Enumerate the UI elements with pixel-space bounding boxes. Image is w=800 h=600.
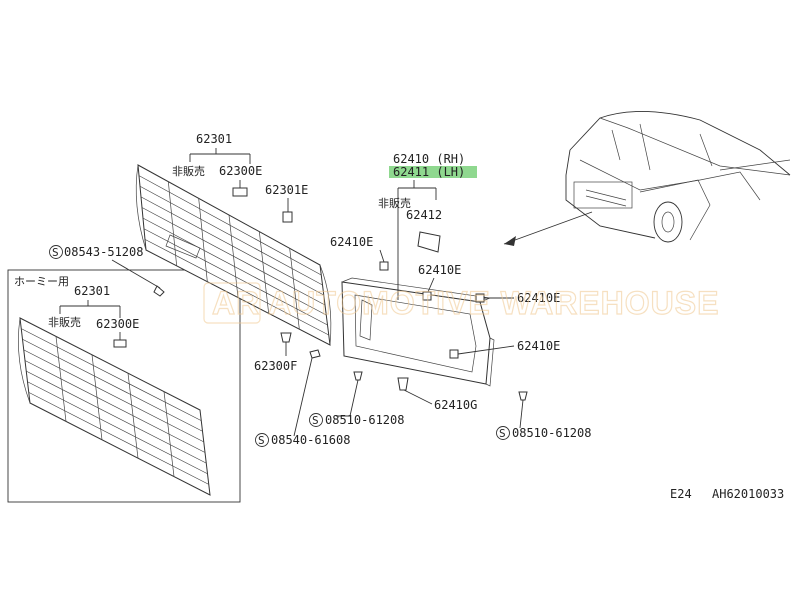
grille-divider — [198, 198, 208, 282]
screw-mid-label: 08510-61208 — [325, 413, 404, 427]
grille-slat — [27, 381, 208, 475]
grille-slat — [23, 349, 204, 443]
emblem-main-icon — [232, 187, 248, 197]
pointer-arrowhead — [504, 236, 516, 246]
clip-g-label: 62410G — [434, 398, 477, 412]
screw-right-icon — [518, 391, 528, 401]
clip-e-top-right-label: 62410E — [418, 263, 461, 277]
inset-emblem-icon — [113, 339, 127, 348]
footer-code-right: AH62010033 — [712, 487, 784, 501]
bracket-label: 62412 — [406, 208, 442, 222]
grille-slat — [21, 328, 202, 421]
clip-e-left-icon — [379, 261, 389, 271]
grille-divider — [127, 373, 139, 459]
grille-divider — [258, 231, 270, 314]
main-grille — [135, 164, 332, 346]
screw-mid-icon — [353, 371, 363, 381]
grille-slat — [26, 370, 207, 464]
screw-symbol-4 — [496, 426, 510, 440]
grille-slat — [28, 392, 209, 485]
grille-divider — [55, 336, 67, 422]
clip-g-icon — [397, 377, 409, 391]
grille-divider — [228, 214, 239, 298]
clip-lower-icon — [280, 332, 292, 343]
clip-main-icon — [282, 211, 293, 223]
grille-divider — [289, 248, 300, 330]
screw-symbol-3 — [309, 413, 323, 427]
screw-symbol-3-text: S — [312, 414, 319, 427]
clip-lower-label: 62300F — [254, 359, 297, 373]
screw-symbol-4-text: S — [499, 427, 506, 440]
lamp-note-label: 非販売 — [378, 197, 411, 210]
grille-slat — [22, 338, 203, 432]
screw-right-label: 08510-61208 — [512, 426, 591, 440]
grille-main-label: 62301 — [196, 132, 232, 146]
screw-bottom-label: 08540-61608 — [271, 433, 350, 447]
inset-note-label: 非販売 — [48, 316, 81, 329]
watermark-text: AUTOMOTIVE WAREHOUSE — [268, 285, 719, 321]
screw-symbol-1-text: S — [52, 246, 59, 259]
inset-grille — [18, 317, 211, 496]
clip-main-label: 62301E — [265, 183, 308, 197]
lamp-lh-label: 62411 (LH) — [393, 165, 465, 179]
screw-upper-left-icon — [153, 285, 165, 297]
grille-main-note: 非販売 — [172, 165, 205, 178]
inset-emblem-label: 62300E — [96, 317, 139, 331]
emblem-main-label: 62300E — [219, 164, 262, 178]
grille-divider — [163, 391, 175, 477]
grille-slat — [24, 360, 206, 453]
clip-e-right-2-icon — [449, 349, 459, 359]
screw-upper-left-label: 08543-51208 — [64, 245, 143, 259]
clip-e-top-right-icon — [422, 291, 432, 301]
grille-divider — [91, 354, 103, 440]
footer-code-left: E24 — [670, 487, 692, 501]
clip-e-right-1-label: 62410E — [517, 291, 560, 305]
clip-e-right-2-label: 62410E — [517, 339, 560, 353]
lamp-rh-label: 62410 (RH) — [393, 152, 465, 166]
screw-symbol-2 — [255, 433, 269, 447]
watermark-logo: AR — [212, 285, 260, 321]
watermark: AR AUTOMOTIVE WAREHOUSE — [203, 282, 719, 324]
lamp-lh-highlight — [389, 166, 477, 178]
screw-bottom-icon — [309, 349, 321, 359]
grille-divider — [167, 181, 178, 266]
inset-box — [7, 269, 241, 503]
bracket-icon — [417, 231, 441, 253]
clip-e-right-1-icon — [475, 293, 485, 303]
screw-symbol-1 — [49, 245, 63, 259]
inset-title: ホーミー用 — [14, 275, 69, 288]
inset-grille-label: 62301 — [74, 284, 110, 298]
clip-e-left-label: 62410E — [330, 235, 373, 249]
pointer-arrow — [503, 211, 593, 245]
screw-symbol-2-text: S — [258, 434, 265, 447]
vehicle-sketch — [565, 111, 791, 243]
